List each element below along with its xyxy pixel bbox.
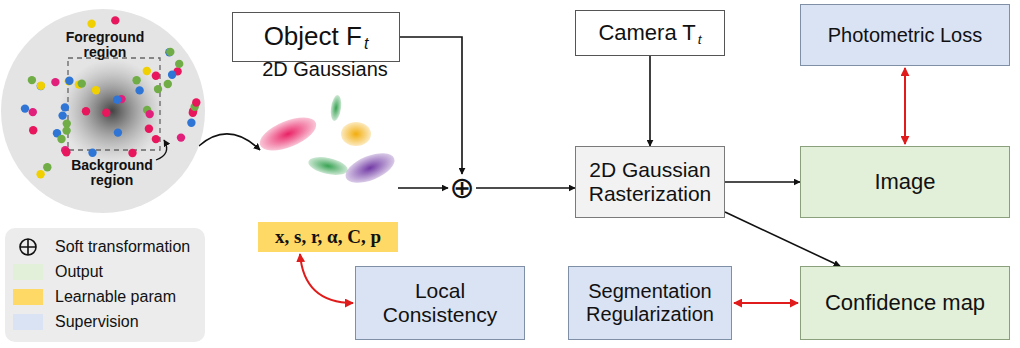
box-label: Object Ft [264, 22, 369, 52]
oplus-symbol: ⊕ [449, 173, 474, 203]
box-label: Local Consistency [364, 279, 516, 327]
legend-symbol [13, 236, 43, 258]
output-box: Image [800, 146, 1010, 218]
legend-text: Soft transformation [55, 238, 190, 256]
subscript: t [364, 34, 368, 53]
gaussians-illustration: 2D Gaussians [252, 58, 398, 208]
legend-swatch [13, 314, 43, 330]
object-box: Object Ft [232, 12, 400, 62]
gaussian-ellipses [252, 58, 398, 208]
legend-swatch [13, 289, 43, 305]
legend-row: Soft transformation [13, 234, 197, 259]
legend-text: Learnable param [55, 288, 176, 306]
legend-row: Learnable param [13, 284, 197, 309]
illustration-title: 2D Gaussians [252, 58, 398, 81]
region-label: Background region [62, 158, 162, 189]
param-list: x, s, r, α, C, p [275, 226, 381, 248]
soft-transform-symbol: ⊕ [448, 174, 476, 202]
connector [398, 187, 448, 189]
connector [734, 302, 798, 304]
region-illustration: Foreground regionBackground region [0, 8, 206, 214]
legend-row: Supervision [13, 309, 197, 334]
rasterizer-box: 2D Gaussian Rasterization [575, 146, 725, 218]
legend-text: Supervision [55, 313, 139, 331]
box-label: Image [874, 169, 935, 194]
connector [725, 181, 800, 183]
connector [904, 68, 906, 144]
legend-row: Output [13, 259, 197, 284]
connector [300, 254, 353, 303]
subscript: t [698, 32, 702, 48]
box-label: Camera T [598, 20, 695, 45]
box-label: Object F [264, 22, 362, 52]
supervision-box: Local Consistency [355, 266, 525, 340]
connector [400, 37, 462, 174]
box-label: Photometric Loss [828, 24, 983, 47]
connector [199, 134, 260, 150]
connector [476, 187, 575, 189]
region-label: Foreground region [55, 30, 155, 61]
supervision-box: Photometric Loss [800, 4, 1010, 66]
camera-box: Camera Tt [575, 10, 725, 56]
legend-text: Output [55, 263, 103, 281]
box-label: Confidence map [825, 290, 985, 315]
legend-panel: Soft transformationOutputLearnable param… [5, 228, 205, 342]
supervision-box: Segmentation Regularization [568, 266, 732, 340]
output-box: Confidence map [800, 266, 1010, 340]
connector [725, 212, 840, 266]
box-label: Camera Tt [598, 20, 701, 45]
connector [649, 56, 651, 146]
box-label: Segmentation Regularization [577, 280, 723, 326]
param-bar: x, s, r, α, C, p [258, 222, 398, 252]
legend-swatch [13, 264, 43, 280]
box-label: 2D Gaussian Rasterization [584, 158, 716, 206]
